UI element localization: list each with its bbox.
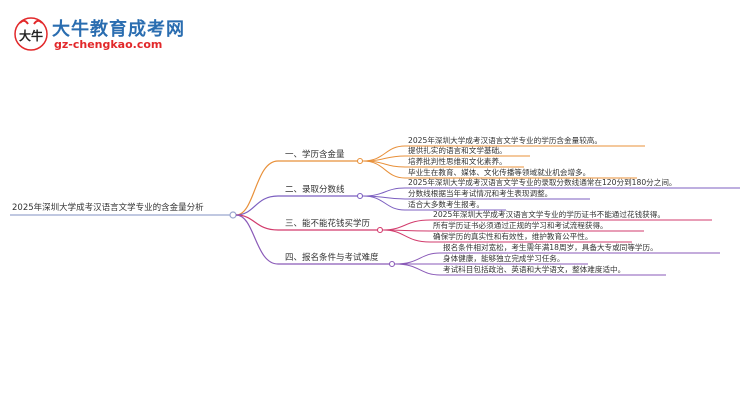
- branch-1-leaf-3: 培养批判性思维和文化素养。: [408, 157, 507, 166]
- branch-1-label: 一、学历含金量: [285, 150, 345, 160]
- logo-url: gz-chengkao.com: [54, 38, 163, 51]
- connector-branch-1: [235, 160, 279, 216]
- branch-1-leaf-connectors: [362, 145, 645, 179]
- branch-4-leaf-1: 报名条件相对宽松，考生需年满18周岁，具备大专或同等学历。: [443, 243, 658, 252]
- bull-logo-icon: 大牛: [14, 17, 48, 51]
- branch-3-leaf-2: 所有学历证书必须通过正规的学习和考试流程获得。: [433, 221, 608, 230]
- branch-4-leaf-2: 身体健康，能够独立完成学习任务。: [443, 254, 565, 263]
- connector-branch-4: [235, 214, 279, 265]
- branch-2-leaf-connectors: [362, 187, 740, 211]
- logo-mark-text: 大牛: [19, 28, 43, 43]
- logo-title: 大牛教育成考网: [52, 19, 185, 40]
- root-node: [229, 211, 237, 219]
- branch-3-leaf-3: 确保学历的真实性和有效性，维护教育公平性。: [433, 232, 593, 241]
- branch-1-leaf-2: 提供扎实的语言和文学基础。: [408, 146, 507, 155]
- site-logo[interactable]: 大牛 大牛教育成考网 gz-chengkao.com: [14, 14, 214, 58]
- branch-2-leaf-3: 适合大多数考生报考。: [408, 200, 484, 209]
- branch-2-leaf-2: 分数线根据当年考试情况和考生表现调整。: [408, 189, 553, 198]
- branch-1-leaf-4: 毕业生在教育、媒体、文化传播等领域就业机会增多。: [408, 168, 591, 177]
- branch-3-leaf-1: 2025年深圳大学成考汉语言文学专业的学历证书不能通过花钱获得。: [433, 210, 665, 219]
- connector-branch-2: [235, 195, 279, 216]
- mindmap-root: 2025年深圳大学成考汉语言文学专业的含金量分析: [12, 203, 204, 213]
- branch-1-leaf-1: 2025年深圳大学成考汉语言文学专业的学历含金量较高。: [408, 136, 602, 145]
- branch-4-label: 四、报名条件与考试难度: [285, 253, 379, 263]
- branch-4-leaf-3: 考试科目包括政治、英语和大学语文，整体难度适中。: [443, 265, 626, 274]
- branch-2-leaf-1: 2025年深圳大学成考汉语言文学专业的录取分数线通常在120分到180分之间。: [408, 178, 677, 187]
- branch-3-leaf-connectors: [382, 219, 712, 243]
- branch-4-leaf-connectors: [394, 252, 720, 276]
- branch-2-label: 二、录取分数线: [285, 185, 345, 195]
- branch-3-label: 三、能不能花钱买学历: [285, 219, 371, 229]
